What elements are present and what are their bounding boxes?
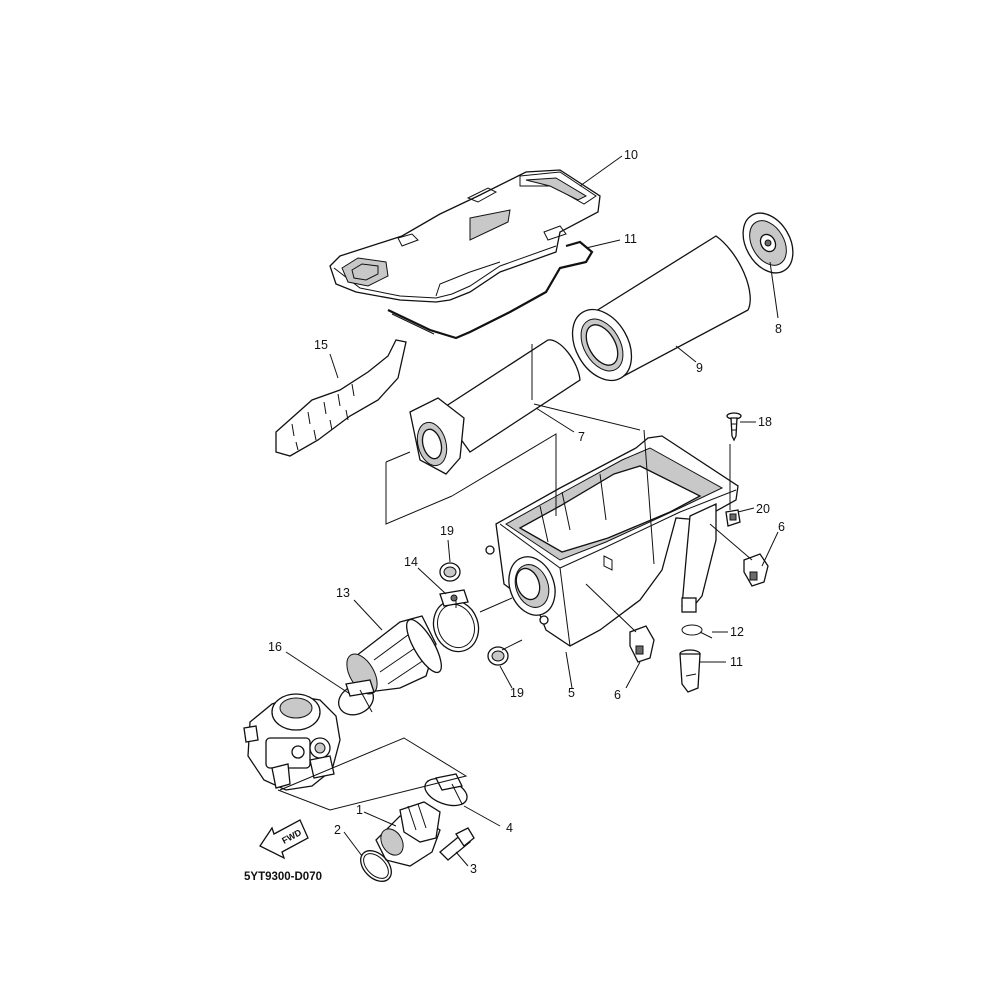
callout-13: 12 — [730, 625, 744, 639]
part-10-air-cleaner-cover — [329, 169, 601, 303]
callout-18: 18 — [758, 415, 772, 429]
callout-11: 11 — [624, 232, 637, 246]
callout-2: 2 — [334, 823, 341, 837]
callout-9: 9 — [696, 361, 703, 375]
part-19-grommet-lower — [487, 646, 509, 666]
callout-20: 20 — [756, 502, 770, 516]
callout-3: 3 — [470, 862, 477, 876]
part-4-clamp — [424, 773, 468, 807]
callout-1: 1 — [356, 803, 363, 817]
diagram-code: 5YT9300-D070 — [244, 871, 322, 883]
part-18-screw — [726, 412, 742, 442]
part-7-element-guide — [409, 339, 581, 475]
part-3-bolt — [439, 827, 475, 861]
callout-15: 14 — [404, 555, 418, 569]
part-1-carburetor-joint — [375, 801, 441, 867]
callout-4: 4 — [506, 821, 513, 835]
callout-6-upper: 6 — [778, 520, 785, 534]
part-2-o-ring — [360, 850, 392, 882]
callout-16: 15 — [314, 338, 328, 352]
callout-19-lower: 19 — [510, 686, 524, 700]
part-6-clip-upper — [743, 553, 769, 587]
callout-6-lower: 6 — [614, 688, 621, 702]
callout-14: 13 — [336, 586, 350, 600]
part-19-grommet-upper — [439, 562, 461, 582]
part-13-clamp — [681, 624, 713, 639]
callout-5: 5 — [568, 686, 575, 700]
part-8-cap — [742, 212, 794, 274]
part-9-filter-element — [571, 235, 751, 382]
part-15-hose-clamp — [432, 589, 480, 653]
part-17-clamp — [337, 679, 375, 716]
part-16-plate — [275, 339, 407, 457]
callout-8: 8 — [775, 322, 782, 336]
callout-7: 7 — [578, 430, 585, 444]
part-12-drain-plug — [679, 649, 701, 693]
part-5-air-box-case — [485, 435, 739, 647]
callout-10: 10 — [624, 148, 638, 162]
callout-labels: 10 11 8 9 15 18 7 20 19 6 14 13 12 16 11… — [268, 148, 785, 876]
carburetor — [243, 693, 341, 791]
callout-19-upper: 19 — [440, 524, 454, 538]
part-6-clip-lower — [629, 625, 655, 663]
fwd-arrow-icon: FWD — [259, 819, 309, 860]
leader-lines — [285, 155, 779, 867]
callout-12: 11 — [730, 655, 743, 669]
part-20-nut — [725, 509, 741, 527]
callout-17: 16 — [268, 640, 282, 654]
reference-lines — [277, 344, 753, 811]
part-11-gasket — [387, 240, 594, 340]
